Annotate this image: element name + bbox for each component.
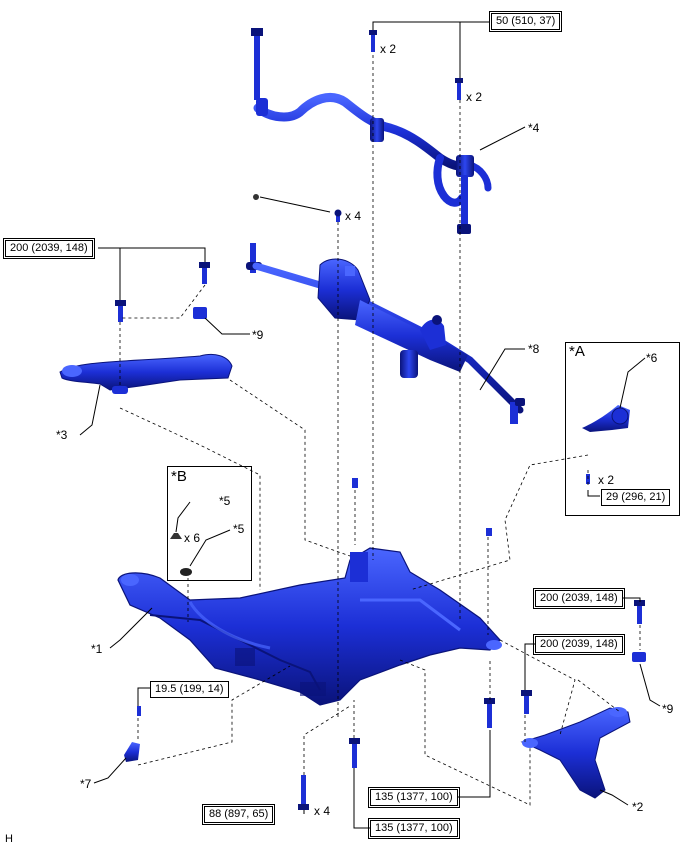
- leader-lines: [79, 21, 661, 829]
- lower-arm-left: [59, 307, 233, 394]
- bolt: [199, 262, 210, 284]
- torque-spec-middle-2: 135 (1377, 100): [368, 818, 460, 839]
- part-label-5-bottom: *5: [233, 522, 245, 536]
- bolt: [334, 209, 342, 222]
- part-label-3: *3: [56, 428, 68, 442]
- torque-spec-top: 50 (510, 37): [488, 11, 563, 32]
- part-label-4: *4: [528, 121, 540, 135]
- bolt: [484, 698, 495, 728]
- inset-b-box: [167, 466, 252, 581]
- bracket: [124, 742, 140, 762]
- quantity-inset-b: x 6: [184, 531, 201, 545]
- bolt: [455, 78, 463, 100]
- steering-gear: [246, 243, 525, 424]
- inset-label-a: *A: [569, 343, 585, 360]
- torque-spec-right-1: 200 (2039, 148): [533, 588, 625, 609]
- bolt: [349, 738, 360, 768]
- bolt: [521, 690, 532, 714]
- part-label-1: *1: [91, 642, 103, 656]
- torque-spec-bottom: 88 (897, 65): [201, 804, 276, 825]
- bolt: [115, 300, 126, 322]
- lower-arm-right: [520, 652, 646, 799]
- part-label-9-left: *9: [252, 328, 264, 342]
- stabilizer-bar: [251, 28, 492, 234]
- bolt: [137, 706, 141, 716]
- part-label-8: *8: [528, 342, 540, 356]
- part-label-5-top: *5: [219, 494, 231, 508]
- quantity-bottom: x 4: [314, 804, 331, 818]
- inset-b-parts: [170, 533, 192, 576]
- bolt: [298, 775, 309, 810]
- torque-spec-inset-a: 29 (296, 21): [601, 489, 671, 506]
- front-suspension-member: [117, 547, 502, 706]
- bolt: [352, 478, 358, 488]
- quantity-top-2: x 2: [466, 90, 483, 104]
- torque-spec-left: 200 (2039, 148): [3, 238, 95, 259]
- alignment-lines: [119, 55, 641, 806]
- bolt: [486, 528, 492, 536]
- torque-spec-middle-1: 135 (1377, 100): [368, 787, 460, 808]
- inset-a-box: [565, 342, 680, 516]
- part-label-9-right: *9: [662, 702, 674, 716]
- corner-code: H: [5, 833, 13, 845]
- bolt: [634, 600, 645, 624]
- bolt: [369, 30, 377, 52]
- quantity-inset-a: x 2: [598, 473, 615, 487]
- part-label-2: *2: [632, 800, 644, 814]
- torque-spec-small: 19.5 (199, 14): [150, 681, 229, 698]
- part-label-7: *7: [80, 777, 92, 791]
- quantity-rack: x 4: [345, 209, 362, 223]
- torque-spec-right-2: 200 (2039, 148): [533, 634, 625, 655]
- inset-label-b: *B: [171, 468, 187, 485]
- quantity-top-1: x 2: [380, 42, 397, 56]
- part-label-6: *6: [646, 351, 658, 365]
